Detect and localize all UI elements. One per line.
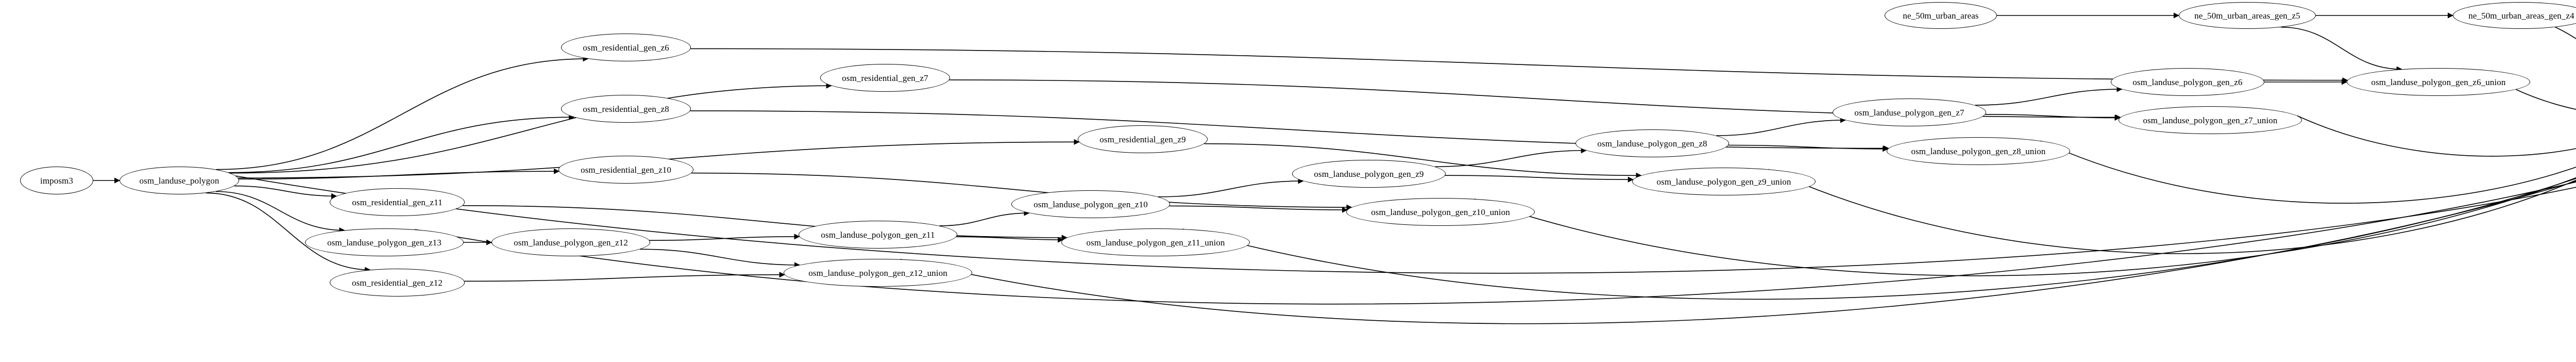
graph-node-label: osm_landuse_polygon_gen_z7_union xyxy=(2143,115,2278,125)
graph-node-osm-residential-gen-z6[interactable]: osm_residential_gen_z6 xyxy=(561,34,691,61)
graph-node-osm-landuse-polygon-gen-z8-union[interactable]: osm_landuse_polygon_gen_z8_union xyxy=(1887,137,2070,165)
graph-node-osm-landuse-polygon-gen-z7[interactable]: osm_landuse_polygon_gen_z7 xyxy=(1833,98,1986,126)
graph-node-label: ne_50m_urban_areas xyxy=(1903,10,1979,21)
graph-edge xyxy=(1445,175,1634,183)
graph-edge xyxy=(939,210,1030,226)
graph-node-label: osm_landuse_polygon_gen_z9 xyxy=(1314,169,1424,179)
graph-edge xyxy=(1975,86,2123,106)
graph-edge xyxy=(2040,140,2576,204)
graph-node-label: osm_landuse_polygon_gen_z7 xyxy=(1854,107,1964,118)
graph-node-osm-residential-gen-z8[interactable]: osm_residential_gen_z8 xyxy=(561,95,691,123)
graph-edge xyxy=(2515,89,2576,110)
graph-node-ne-50m-urban-areas-gen-z5[interactable]: ne_50m_urban_areas_gen_z5 xyxy=(2179,2,2316,29)
graph-node-label: ne_50m_urban_areas_gen_z5 xyxy=(2194,10,2300,21)
graph-node-osm-landuse-polygon[interactable]: osm_landuse_polygon xyxy=(120,167,239,194)
graph-node-label: osm_landuse_polygon_gen_z13 xyxy=(327,237,442,248)
graph-edge xyxy=(1435,147,1587,168)
graph-node-osm-landuse-polygon-gen-z9-union[interactable]: osm_landuse_polygon_gen_z9_union xyxy=(1632,168,1816,195)
graph-node-osm-landuse-polygon-gen-z6-union[interactable]: osm_landuse_polygon_gen_z6_union xyxy=(2347,68,2530,96)
graph-edge xyxy=(1716,117,1846,136)
graph-edge xyxy=(649,234,800,241)
graph-node-label: osm_residential_gen_z6 xyxy=(583,42,669,53)
graph-node-label: osm_residential_gen_z10 xyxy=(580,164,672,175)
graph-node-osm-landuse-polygon-gen-z7-union[interactable]: osm_landuse_polygon_gen_z7_union xyxy=(2119,106,2302,134)
graph-node-label: osm_landuse_polygon_gen_z12 xyxy=(514,237,628,248)
graph-edge xyxy=(1182,178,2576,300)
graph-edge xyxy=(956,236,1064,243)
graph-node-label: osm_residential_gen_z11 xyxy=(352,197,443,207)
graph-node-osm-residential-gen-z12[interactable]: osm_residential_gen_z12 xyxy=(330,269,465,297)
graph-node-label: osm_landuse_polygon_gen_z11_union xyxy=(1086,237,1225,248)
graph-node-osm-residential-gen-z9[interactable]: osm_residential_gen_z9 xyxy=(1078,125,1208,153)
graph-edge xyxy=(2297,115,2576,157)
graph-node-label: osm_landuse_polygon_gen_z8 xyxy=(1597,138,1707,149)
graph-edge xyxy=(216,56,589,170)
graph-node-osm-landuse-polygon-gen-z12-union[interactable]: osm_landuse_polygon_gen_z12_union xyxy=(784,259,972,287)
graph-edge xyxy=(1474,177,2576,276)
graph-node-ne-50m-urban-areas[interactable]: ne_50m_urban_areas xyxy=(1885,2,1997,29)
graph-node-label: osm_landuse_polygon_gen_z6_union xyxy=(2371,77,2506,87)
graph-node-osm-landuse-polygon-gen-z9[interactable]: osm_landuse_polygon_gen_z9 xyxy=(1292,160,1446,188)
graph-edge xyxy=(1728,144,1889,152)
graph-edge xyxy=(1204,143,1642,178)
graph-edge xyxy=(230,83,832,174)
graph-edge xyxy=(1169,205,1348,213)
graph-edge xyxy=(462,205,1067,241)
graph-node-osm-landuse-polygon-gen-z10[interactable]: osm_landuse_polygon_gen_z10 xyxy=(1011,190,1170,218)
graph-node-label: osm_residential_gen_z12 xyxy=(351,277,443,288)
graph-node-osm-landuse-polygon-gen-z6[interactable]: osm_landuse_polygon_gen_z6 xyxy=(2111,68,2264,96)
graph-node-label: osm_landuse_polygon_gen_z6 xyxy=(2132,77,2243,87)
graph-edge xyxy=(1768,169,2576,254)
graph-node-osm-residential-gen-z11[interactable]: osm_residential_gen_z11 xyxy=(330,188,465,216)
graph-node-osm-landuse-polygon-gen-z8[interactable]: osm_landuse_polygon_gen_z8 xyxy=(1575,129,1729,157)
graph-node-label: osm_residential_gen_z8 xyxy=(583,104,669,114)
graph-edge xyxy=(415,182,2576,305)
graph-edge xyxy=(215,191,345,234)
graph-edge xyxy=(228,114,575,173)
graph-node-osm-residential-gen-z10[interactable]: osm_residential_gen_z10 xyxy=(558,156,693,184)
graph-node-label: osm_residential_gen_z7 xyxy=(842,73,928,83)
graph-edge xyxy=(2555,26,2576,39)
graph-edge xyxy=(1158,178,1304,198)
graph-node-label: ne_50m_urban_areas_gen_z4 xyxy=(2468,10,2574,21)
graph-node-label: osm_landuse_polygon_gen_z10 xyxy=(1033,199,1148,209)
graph-node-label: osm_landuse_polygon_gen_z9_union xyxy=(1656,176,1791,187)
graph-edge xyxy=(640,249,801,268)
graph-node-label: osm_landuse_polygon_gen_z11 xyxy=(821,229,935,240)
graph-node-osm-landuse-polygon-gen-z13[interactable]: osm_landuse_polygon_gen_z13 xyxy=(305,228,464,256)
graph-node-label: osm_landuse_polygon_gen_z12_union xyxy=(808,268,947,278)
graph-edge xyxy=(2281,26,2402,72)
graph-node-label: osm_landuse_polygon_gen_z10_union xyxy=(1371,207,1510,217)
graph-node-osm-landuse-polygon-gen-z12[interactable]: osm_landuse_polygon_gen_z12 xyxy=(492,228,650,256)
graph-node-label: osm_landuse_polygon xyxy=(139,175,219,186)
graph-edge xyxy=(464,272,785,282)
graph-node-osm-residential-gen-z7[interactable]: osm_residential_gen_z7 xyxy=(820,64,950,92)
graph-node-osm-landuse-polygon-gen-z11-union[interactable]: osm_landuse_polygon_gen_z11_union xyxy=(1061,228,1250,256)
graph-node-osm-landuse-polygon-gen-z11[interactable]: osm_landuse_polygon_gen_z11 xyxy=(799,221,957,249)
graph-node-label: osm_residential_gen_z9 xyxy=(1099,134,1186,144)
graph-edge xyxy=(691,172,1352,210)
graph-node-ne-50m-urban-areas-gen-z4[interactable]: ne_50m_urban_areas_gen_z4 xyxy=(2453,2,2576,29)
graph-node-osm-landuse-polygon-gen-z10-union[interactable]: osm_landuse_polygon_gen_z10_union xyxy=(1346,198,1535,226)
graph-node-label: osm_landuse_polygon_gen_z8_union xyxy=(1911,146,2046,156)
graph-node-label: imposm3 xyxy=(40,175,73,186)
graph-edge xyxy=(239,168,560,180)
graph-edge xyxy=(234,185,337,199)
graph-node-imposm3[interactable]: imposm3 xyxy=(20,167,93,194)
graph-edge xyxy=(690,48,2348,84)
graph-edge xyxy=(206,192,371,273)
